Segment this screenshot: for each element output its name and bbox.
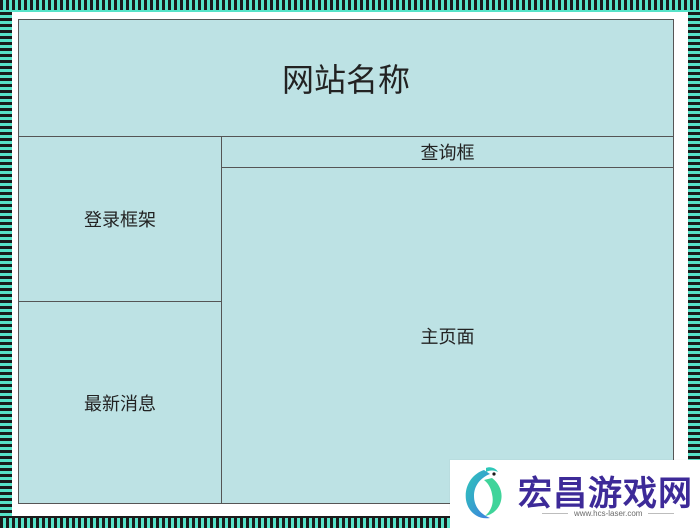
- search-box-block: 查询框: [222, 137, 673, 168]
- website-layout-diagram: 网站名称 登录框架 最新消息 查询框 主页面: [18, 19, 674, 504]
- striped-border-bottom: [0, 518, 700, 528]
- latest-news-block: 最新消息: [19, 302, 222, 503]
- main-page-block: 主页面: [420, 326, 475, 348]
- dragon-logo-icon: [465, 467, 502, 519]
- watermark: 宏昌游戏网 www.hcs-laser.com: [450, 460, 700, 528]
- header-block: 网站名称: [19, 20, 673, 137]
- watermark-brand-text: 宏昌游戏网: [518, 474, 693, 514]
- login-frame-block: 登录框架: [19, 137, 222, 302]
- striped-border-top: [0, 0, 700, 10]
- watermark-site-text: www.hcs-laser.com: [536, 509, 680, 518]
